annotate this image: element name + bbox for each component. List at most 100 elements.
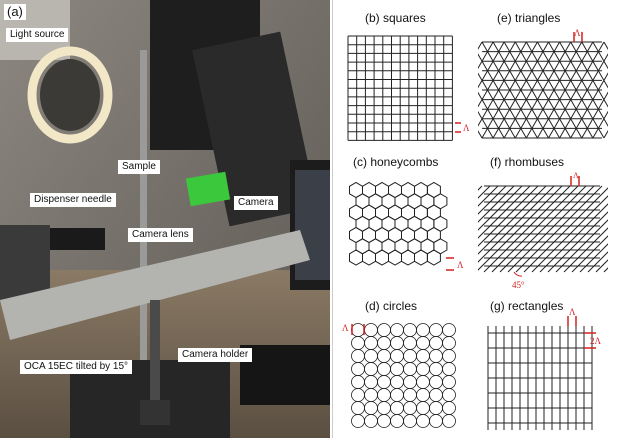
pattern-line — [478, 185, 547, 255]
circle-cell — [429, 336, 443, 350]
callout-oca: OCA 15EC tilted by 15° — [20, 360, 133, 374]
pattern-line — [539, 203, 608, 273]
circle-cell — [403, 375, 417, 389]
hexagon-cell — [401, 249, 415, 266]
circle-cell — [390, 349, 404, 363]
circle-cell — [416, 336, 430, 350]
circle-cell — [351, 362, 365, 376]
callout-sample: Sample — [118, 160, 160, 174]
pattern-rhombuses: Λ 45° — [478, 172, 608, 290]
panel-divider — [332, 0, 333, 438]
circle-cell — [351, 388, 365, 402]
pattern-line — [571, 235, 608, 273]
pattern-line — [581, 91, 608, 139]
circle-cell — [351, 375, 365, 389]
circle-cell — [442, 336, 456, 350]
circle-cell — [442, 362, 456, 376]
circle-cell — [364, 401, 378, 415]
circle-cell — [390, 362, 404, 376]
setup-photo-illustration — [0, 0, 330, 438]
left-lens — [50, 228, 105, 250]
circle-cell — [416, 323, 430, 337]
circle-cell — [429, 375, 443, 389]
circle-cell — [364, 375, 378, 389]
callout-camera: Camera — [234, 196, 278, 210]
callout-light-source: Light source — [6, 28, 69, 42]
circle-cell — [442, 323, 456, 337]
circle-cell — [377, 414, 391, 428]
circle-cell — [390, 336, 404, 350]
circle-cell — [416, 388, 430, 402]
pattern-line — [514, 41, 572, 139]
pattern-line — [478, 185, 531, 239]
pattern-line — [478, 185, 523, 231]
pattern-line — [507, 185, 595, 273]
pattern-line — [603, 41, 608, 51]
ring-light — [27, 46, 113, 144]
pattern-line — [536, 41, 594, 139]
circle-cell — [429, 414, 443, 428]
pattern-line — [499, 185, 587, 273]
circle-cell — [377, 401, 391, 415]
pattern-line — [483, 185, 571, 273]
pattern-line — [523, 187, 608, 273]
circle-cell — [403, 349, 417, 363]
title-circles: (d) circles — [365, 299, 418, 313]
lambda2-rectangles: 2Λ — [590, 336, 602, 346]
circle-cell — [416, 362, 430, 376]
pattern-line — [570, 72, 608, 139]
pattern-line — [478, 185, 515, 223]
pattern-line — [478, 41, 483, 50]
circle-cell — [442, 414, 456, 428]
circle-cell — [429, 323, 443, 337]
pattern-circles: Λ — [342, 323, 456, 428]
pattern-line — [478, 91, 505, 139]
pattern-line — [478, 185, 507, 215]
pattern-line — [478, 185, 539, 247]
pattern-line — [603, 129, 608, 139]
hexagon-cell — [414, 249, 428, 266]
circle-cell — [364, 362, 378, 376]
pattern-line — [492, 41, 549, 139]
pattern-line — [478, 185, 555, 263]
angle-rhombuses: 45° — [512, 280, 525, 290]
circle-cell — [351, 414, 365, 428]
circle-cell — [403, 323, 417, 337]
pattern-line — [555, 219, 608, 273]
circle-cell — [403, 401, 417, 415]
circle-cell — [442, 349, 456, 363]
circle-cell — [429, 362, 443, 376]
title-honeycombs: (c) honeycombs — [353, 155, 439, 169]
pattern-line — [478, 41, 527, 127]
circle-cell — [403, 336, 417, 350]
pattern-line — [592, 110, 608, 139]
circle-cell — [377, 323, 391, 337]
pattern-line — [547, 211, 608, 273]
circle-cell — [429, 401, 443, 415]
lambda-squares: Λ — [463, 123, 470, 133]
pattern-line — [579, 243, 608, 273]
pattern-rectangles: Λ 2Λ — [487, 307, 602, 430]
pattern-line — [515, 185, 603, 273]
pattern-triangles: Λ — [478, 28, 608, 139]
callout-dispenser-needle: Dispenser needle — [30, 193, 116, 207]
pattern-line — [478, 41, 505, 89]
pattern-line — [503, 41, 561, 139]
circle-cell — [442, 375, 456, 389]
callout-camera-holder: Camera holder — [178, 348, 253, 362]
circle-cell — [377, 375, 391, 389]
pattern-line — [491, 185, 579, 273]
circle-cell — [403, 414, 417, 428]
pattern-line — [563, 227, 608, 273]
lambda-rectangles: Λ — [569, 307, 576, 317]
circle-cell — [429, 349, 443, 363]
pattern-line — [478, 130, 483, 139]
pattern-honeycombs: Λ — [349, 181, 464, 271]
circle-cell — [390, 323, 404, 337]
circle-cell — [364, 349, 378, 363]
pattern-line — [559, 53, 608, 139]
circle-cell — [390, 401, 404, 415]
pattern-line — [478, 110, 494, 139]
circle-cell — [416, 401, 430, 415]
